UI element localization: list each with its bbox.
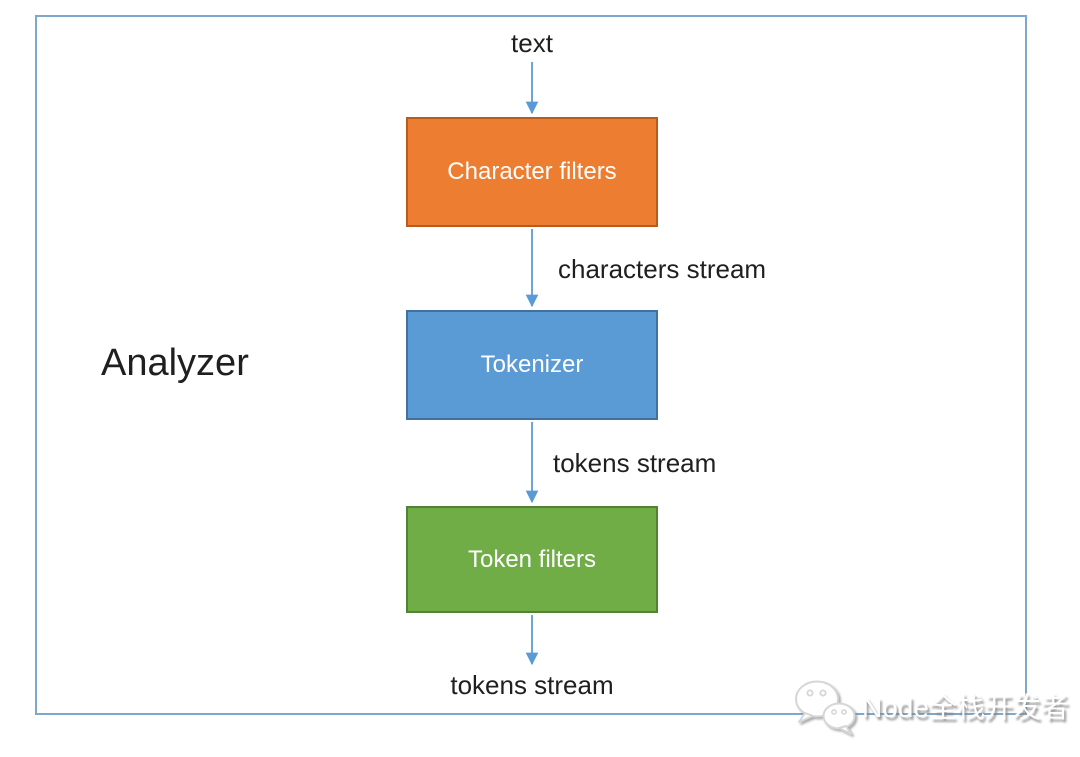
edge-label-tokens-stream: tokens stream — [553, 448, 717, 478]
edge-label-characters-stream: characters stream — [558, 254, 767, 284]
watermark-text: Node全栈开发者 — [862, 692, 1069, 723]
node-tokenizer: Tokenizer — [406, 310, 658, 420]
input-text-label: text — [511, 28, 553, 58]
wechat-icon — [790, 676, 858, 736]
node-character-filters-label: Character filters — [447, 158, 617, 185]
output-tokens-stream-label: tokens stream — [450, 670, 614, 700]
node-tokenizer-label: Tokenizer — [480, 351, 584, 378]
analyzer-title-label: Analyzer — [101, 342, 249, 384]
node-token-filters-label: Token filters — [467, 545, 597, 573]
diagram-frame — [35, 15, 1027, 715]
node-token-filters: Token filters — [406, 506, 658, 613]
watermark: Node全栈开发者 — [790, 676, 1069, 736]
node-character-filters: Character filters — [406, 117, 658, 227]
